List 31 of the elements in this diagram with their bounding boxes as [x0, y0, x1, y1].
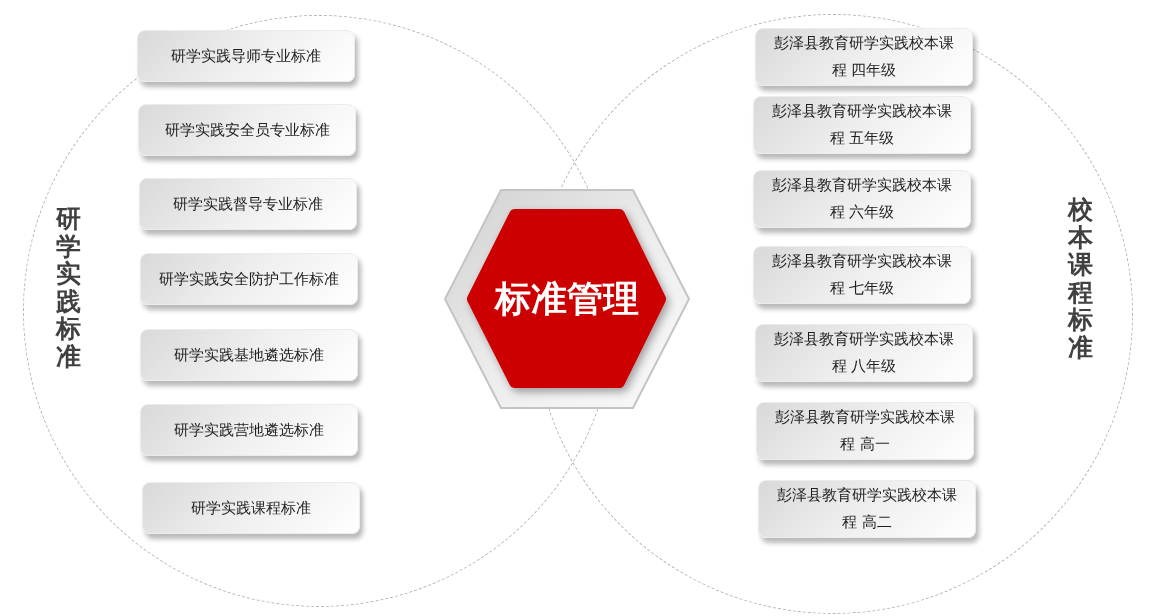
standard-card — [140, 329, 358, 381]
course-card — [755, 324, 973, 382]
card-label: 彭泽县教育研学实践校本课程 六年级 — [771, 175, 953, 223]
card-label: 彭泽县教育研学实践校本课程 五年级 — [771, 101, 953, 149]
standard-card — [142, 482, 360, 534]
card-label: 彭泽县教育研学实践校本课程 高二 — [776, 485, 958, 533]
course-card — [753, 96, 971, 154]
course-card — [755, 28, 973, 86]
course-card — [756, 402, 974, 460]
card-label: 研学实践督导专业标准 — [173, 193, 323, 215]
card-label: 彭泽县教育研学实践校本课程 八年级 — [773, 329, 955, 377]
center-title: 标准管理 — [495, 276, 639, 321]
category-title: 研学实践标准 — [56, 205, 81, 370]
card-label: 研学实践安全防护工作标准 — [159, 268, 339, 290]
standard-card — [139, 178, 357, 230]
card-label: 彭泽县教育研学实践校本课程 四年级 — [773, 33, 955, 81]
card-label: 研学实践营地遴选标准 — [174, 419, 324, 441]
card-label: 研学实践导师专业标准 — [171, 45, 321, 67]
standard-card — [138, 104, 356, 156]
card-label: 研学实践课程标准 — [191, 497, 311, 519]
course-card — [758, 480, 976, 538]
card-label: 彭泽县教育研学实践校本课程 高一 — [774, 407, 956, 455]
category-title: 校本课程标准 — [1068, 196, 1093, 361]
standard-card — [140, 253, 358, 305]
card-label: 研学实践基地遴选标准 — [174, 344, 324, 366]
course-card — [753, 246, 971, 304]
course-card — [753, 170, 971, 228]
card-label: 研学实践安全员专业标准 — [164, 119, 330, 141]
card-label: 彭泽县教育研学实践校本课程 七年级 — [771, 251, 953, 299]
standard-card — [140, 404, 358, 456]
standard-card — [137, 30, 355, 82]
